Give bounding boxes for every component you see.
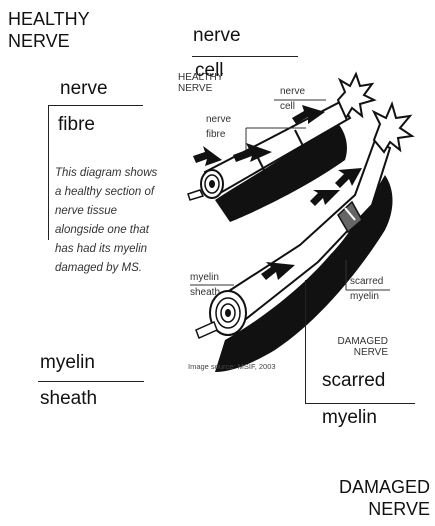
nerve-fibre-label-top: nerve	[60, 78, 108, 100]
inner-nerve-cell-label: nerve cell	[280, 86, 305, 112]
myelin-sheath-label-top: myelin	[40, 352, 95, 374]
nerve-cell-label-top: nerve	[193, 25, 241, 47]
nerve-fibre-label-bottom: fibre	[58, 114, 95, 136]
inner-scarred-myelin-label: scarred myelin	[350, 276, 383, 302]
nerve-cell-label-bottom: cell	[195, 60, 224, 82]
healthy-arrow-2	[193, 146, 222, 166]
scarred-myelin-label-top: scarred	[322, 370, 385, 392]
nerve-fibre-leader	[48, 105, 49, 240]
scarred-myelin-leader	[305, 280, 306, 403]
damaged-arrow-2	[310, 190, 340, 206]
inner-nerve-fibre-label: nerve fibre	[206, 114, 231, 140]
nerve-cell-rule	[192, 56, 298, 57]
damaged-nerve-cell	[374, 104, 412, 152]
damaged-nerve-label: DAMAGED NERVE	[300, 476, 430, 520]
diagram-caption: This diagram shows a healthy section of …	[55, 164, 165, 278]
inner-damaged-nerve-label: DAMAGED NERVE	[320, 336, 388, 358]
healthy-nerve-label: HEALTHY NERVE	[8, 8, 90, 52]
scarred-myelin-rule	[305, 403, 415, 404]
inner-myelin-sheath-label: myelin sheath	[190, 272, 220, 298]
myelin-sheath-rule	[38, 381, 144, 382]
healthy-nerve-cell	[338, 74, 374, 118]
scarred-myelin-label-bottom: myelin	[322, 407, 377, 429]
myelin-sheath-label-bottom: sheath	[40, 388, 97, 410]
nerve-fibre-rule	[48, 105, 143, 106]
image-source-label: Image source: MSIF, 2003	[188, 362, 276, 371]
